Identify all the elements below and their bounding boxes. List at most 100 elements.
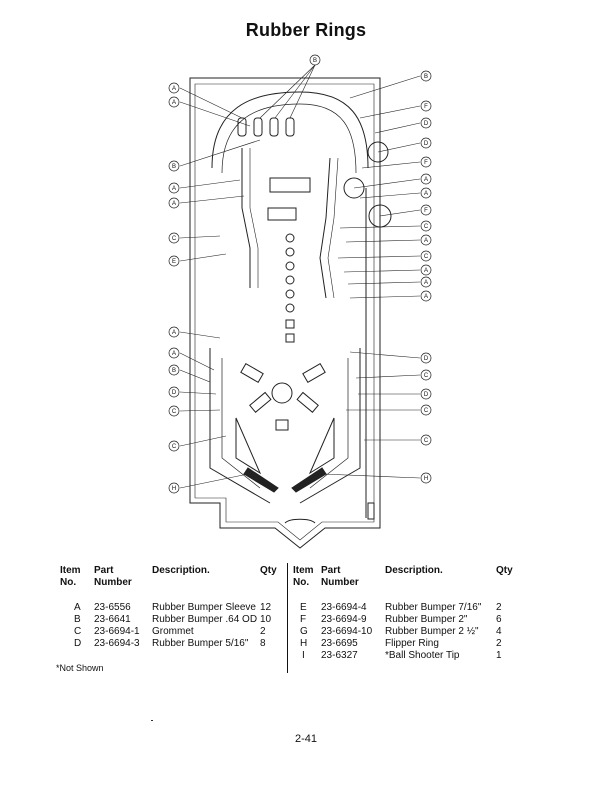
speck bbox=[151, 720, 153, 721]
center-arrow-r2 bbox=[296, 391, 319, 413]
callout-left-11-circle bbox=[168, 405, 180, 417]
parts-table-right: Item No. Part Number Description. Qty E … bbox=[293, 565, 523, 677]
callout-right-11-label: A bbox=[424, 268, 428, 274]
header-qty: Qty bbox=[496, 565, 513, 576]
callout-right-10-label: C bbox=[424, 254, 429, 260]
right-ramp-inner bbox=[327, 157, 339, 299]
footnote: *Not Shown bbox=[56, 663, 104, 673]
row-a-part: 23-6556 bbox=[94, 602, 131, 613]
header-item: Item bbox=[60, 565, 81, 576]
callout-right-5-label: A bbox=[424, 177, 428, 183]
callout-left-13-circle bbox=[168, 482, 180, 494]
row-i-part: 23-6327 bbox=[321, 650, 358, 661]
callout-right-5-circle bbox=[420, 173, 432, 185]
callout-right-3-label: D bbox=[424, 141, 429, 147]
row-b-part: 23-6641 bbox=[94, 614, 131, 625]
right-inlane bbox=[309, 358, 349, 489]
row-e-part: 23-6694-4 bbox=[321, 602, 367, 613]
header-item: Item bbox=[293, 565, 314, 576]
callout-left-7-label: A bbox=[172, 330, 176, 336]
callout-right-6-label: A bbox=[424, 191, 428, 197]
insert-lamp-3 bbox=[285, 261, 295, 271]
callout-left-6-label: E bbox=[172, 259, 176, 265]
insert-lamp-4 bbox=[285, 275, 295, 285]
row-c-part: 23-6694-1 bbox=[94, 626, 140, 637]
callout-right-12-circle bbox=[420, 276, 432, 288]
callout-left-0-label: A bbox=[172, 86, 176, 92]
callout-left-2-label: B bbox=[172, 164, 176, 170]
insert-lamp-2 bbox=[285, 247, 295, 257]
row-c-description: Grommet bbox=[152, 626, 194, 637]
page-number: 2-41 bbox=[294, 733, 318, 745]
callout-right-6-circle bbox=[420, 187, 432, 199]
callout-left-10-label: D bbox=[172, 390, 177, 396]
insert-lamp-1 bbox=[285, 233, 295, 243]
header-part: Part bbox=[94, 565, 114, 576]
row-c-qty: 2 bbox=[260, 626, 266, 637]
callout-left-0-circle bbox=[168, 82, 180, 94]
header-description: Description. bbox=[152, 565, 210, 576]
callout-right-4-label: F bbox=[424, 160, 428, 166]
outhole bbox=[284, 518, 316, 524]
left-outlane bbox=[209, 348, 271, 504]
callout-left-3-circle bbox=[168, 182, 180, 194]
callout-left-11-label: C bbox=[172, 409, 177, 415]
callout-left-5-label: C bbox=[172, 236, 177, 242]
pop-bumper-1 bbox=[367, 141, 389, 163]
header-no: No. bbox=[293, 577, 310, 588]
row-d-part: 23-6694-3 bbox=[94, 638, 140, 649]
left-inlane bbox=[221, 358, 261, 489]
callout-left-4-circle bbox=[168, 197, 180, 209]
callout-left-2-circle bbox=[168, 160, 180, 172]
callout-right-0-circle bbox=[420, 70, 432, 82]
callout-right-14-label: D bbox=[424, 356, 429, 362]
row-b-description: Rubber Bumper .64 OD bbox=[152, 614, 258, 625]
callout-right-15-label: C bbox=[424, 373, 429, 379]
callout-right-8-label: C bbox=[424, 224, 429, 230]
row-a-qty: 12 bbox=[260, 602, 272, 613]
row-i-item: I bbox=[302, 650, 305, 661]
row-d-item: D bbox=[74, 638, 82, 649]
row-a-description: Rubber Bumper Sleeve bbox=[152, 602, 256, 613]
row-f-item: F bbox=[300, 614, 307, 625]
row-i-qty: 1 bbox=[496, 650, 502, 661]
callout-left-1-label: A bbox=[172, 100, 176, 106]
header-no: No. bbox=[60, 577, 77, 588]
callout-right-13-circle bbox=[420, 290, 432, 302]
callout-right-16-label: D bbox=[424, 392, 429, 398]
row-g-description: Rubber Bumper 2 ½" bbox=[385, 626, 479, 637]
row-h-description: Flipper Ring bbox=[385, 638, 439, 649]
center-insert-1 bbox=[269, 177, 311, 193]
row-g-qty: 4 bbox=[496, 626, 502, 637]
left-ramp bbox=[241, 148, 251, 288]
row-h-qty: 2 bbox=[496, 638, 502, 649]
row-e-qty: 2 bbox=[496, 602, 502, 613]
callout-right-14-circle bbox=[420, 352, 432, 364]
callout-right-17-circle bbox=[420, 404, 432, 416]
callout-left-1-circle bbox=[168, 96, 180, 108]
callout-right-9-circle bbox=[420, 234, 432, 246]
top-lane-2 bbox=[253, 117, 263, 137]
row-e-description: Rubber Bumper 7/16" bbox=[385, 602, 482, 613]
center-arrow-right bbox=[302, 362, 326, 384]
right-outlane bbox=[299, 348, 361, 504]
row-i-description: *Ball Shooter Tip bbox=[385, 650, 460, 661]
center-target bbox=[271, 382, 293, 404]
row-d-qty: 8 bbox=[260, 638, 266, 649]
row-h-part: 23-6695 bbox=[321, 638, 358, 649]
callout-left-13-label: H bbox=[172, 486, 176, 492]
callout-left-8-circle bbox=[168, 347, 180, 359]
left-slingshot bbox=[235, 417, 262, 475]
callout-left-10-circle bbox=[168, 386, 180, 398]
callout-top-0-circle bbox=[309, 54, 321, 66]
row-a-item: A bbox=[74, 602, 81, 613]
callout-right-3-circle bbox=[420, 137, 432, 149]
callout-right-19-label: H bbox=[424, 476, 428, 482]
callout-left-12-label: C bbox=[172, 444, 177, 450]
callout-right-4-circle bbox=[420, 156, 432, 168]
playfield-outline bbox=[189, 77, 381, 549]
playfield-inner-outline bbox=[194, 83, 375, 541]
header-qty: Qty bbox=[260, 565, 277, 576]
